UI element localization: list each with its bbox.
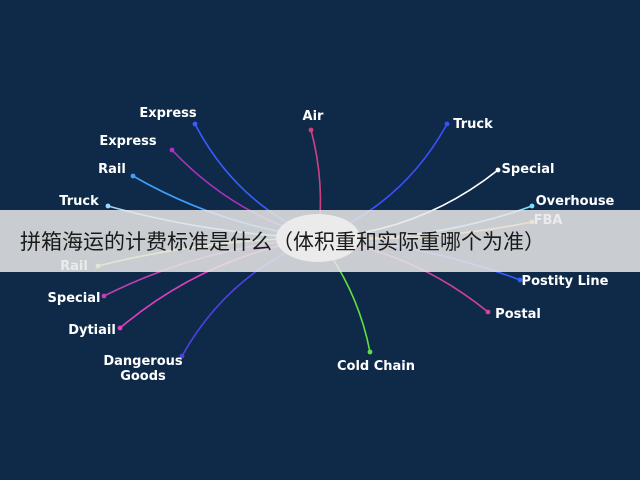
node-label-air: Air: [303, 109, 325, 124]
node-label-express-2: Express: [99, 134, 157, 149]
node-label-express-1: Express: [139, 106, 197, 121]
spoke-end-cold-chain: [367, 349, 373, 355]
spoke-end-air: [308, 127, 314, 133]
spoke-end-dangerous-goods: [179, 353, 185, 359]
spoke-end-special-1: [495, 167, 501, 173]
node-label-postal: Postal: [495, 307, 541, 322]
node-label-dytiail: Dytiail: [68, 323, 116, 338]
spoke-end-postal: [485, 309, 491, 315]
node-label-special-1: Special: [502, 162, 555, 177]
node-label-rail-1: Rail: [98, 162, 126, 177]
spoke-end-express-2: [169, 147, 175, 153]
spoke-end-truck-1: [105, 203, 111, 209]
node-label-truck-1: Truck: [59, 194, 99, 209]
spoke-end-rail-1: [130, 173, 136, 179]
spoke-end-special-2: [101, 293, 107, 299]
caption-text: 拼箱海运的计费标准是什么（体积重和实际重哪个为准）: [20, 230, 545, 254]
node-label-overhouse: Overhouse: [536, 194, 615, 209]
spoke-end-overhouse: [529, 203, 535, 209]
node-label-special-2: Special: [48, 291, 101, 306]
spoke-end-express-1: [192, 121, 198, 127]
node-label-cold-chain: Cold Chain: [337, 359, 415, 374]
spoke-end-postity-line: [517, 277, 523, 283]
spoke-end-dytiail: [117, 325, 123, 331]
node-labels: ExpressExpressRailTruckAirTruckSpecialOv…: [48, 106, 615, 384]
node-label-truck-2: Truck: [453, 117, 493, 132]
node-label-postity-line: Postity Line: [522, 274, 609, 289]
caption-banner: 拼箱海运的计费标准是什么（体积重和实际重哪个为准）: [0, 210, 640, 272]
spoke-end-truck-2: [444, 121, 450, 127]
